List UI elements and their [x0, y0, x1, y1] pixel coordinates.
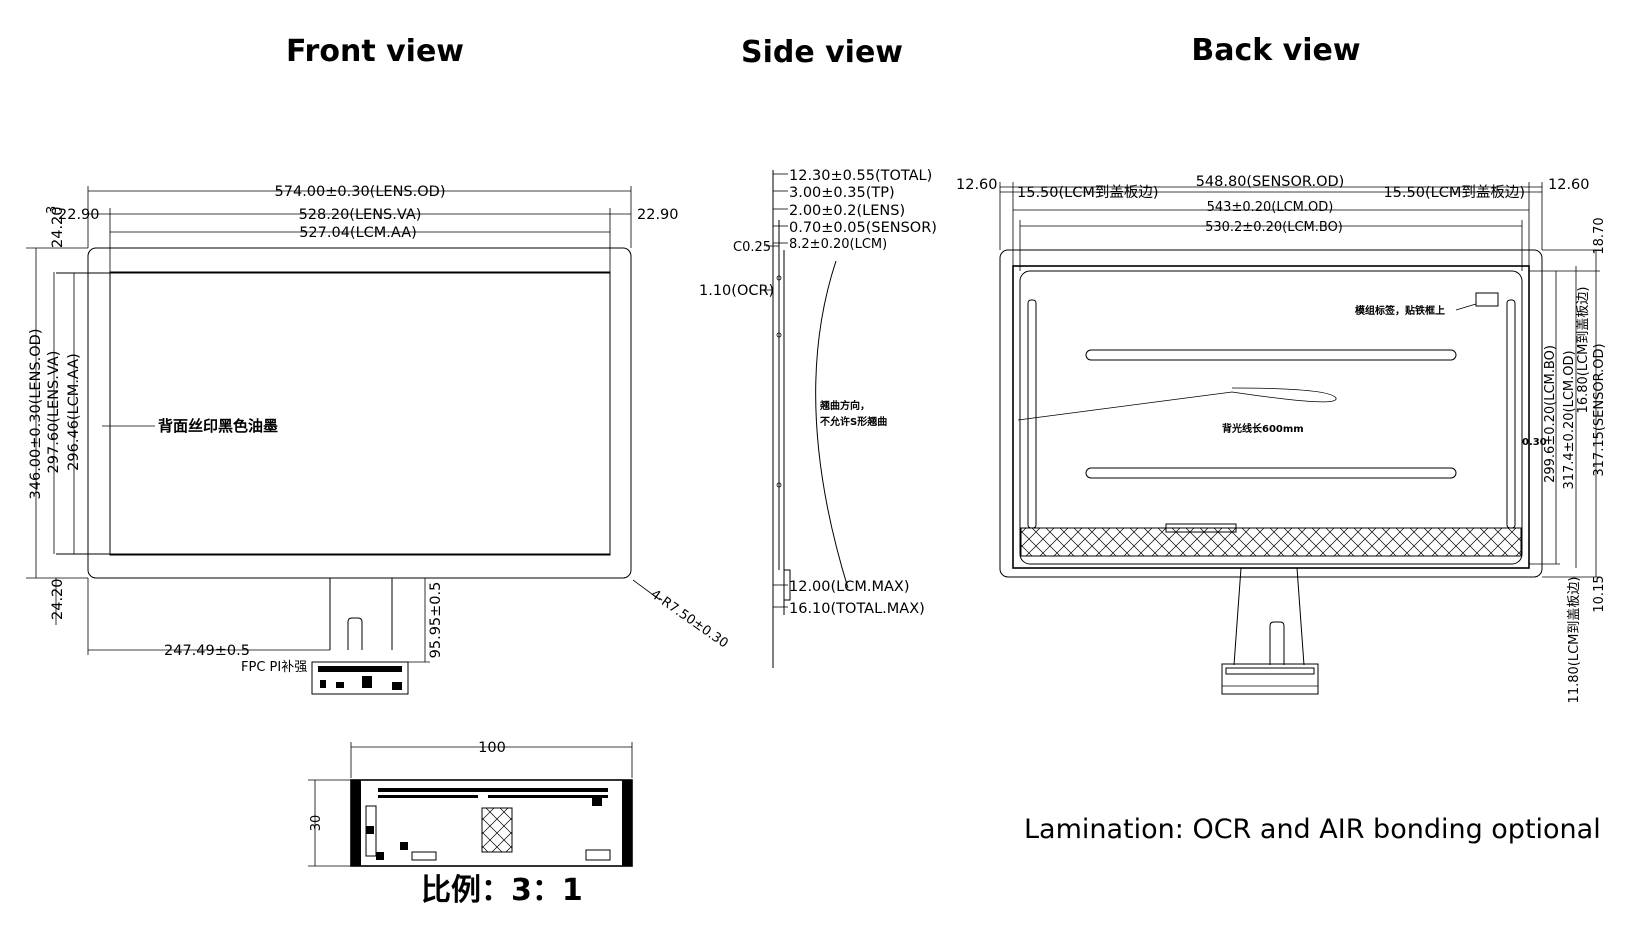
side-lens: 2.00±0.2(LENS): [789, 203, 905, 219]
back-right-edge: 15.50(LCM到盖板边): [1383, 183, 1525, 201]
side-lcm: 8.2±0.20(LCM): [789, 237, 887, 252]
back-height-sensor-od: 317.15(SENSOR.OD): [1592, 343, 1607, 476]
side-tp: 3.00±0.35(TP): [789, 185, 895, 201]
back-lcm-od: 543±0.20(LCM.OD): [1207, 200, 1334, 215]
front-lens-outline: [87, 247, 632, 579]
detail-width: 100: [478, 740, 506, 756]
front-view: 574.00±0.30(LENS.OD) 528.20(LENS.VA) 22.…: [26, 184, 731, 695]
back-label-box: [1475, 292, 1499, 307]
front-active-area: [109, 271, 611, 556]
front-corner-radius: 4-R7.50±0.30: [648, 587, 731, 651]
side-lcm-max: 12.00(LCM.MAX): [789, 579, 910, 595]
side-curve-note-1: 翘曲方向，: [819, 399, 870, 412]
back-sensor-od: 548.80(SENSOR.OD): [1196, 174, 1345, 190]
side-curve-note-2: 不允许S形翘曲: [820, 415, 887, 428]
back-slot-upper: [1085, 349, 1457, 361]
back-slot-lower: [1085, 467, 1457, 479]
back-backlight-note: 背光线长600mm: [1222, 422, 1304, 435]
front-height-lens-od: 346.00±0.30(LENS.OD): [28, 329, 44, 500]
detail-scale: 比例：3：1: [421, 873, 583, 908]
back-label-note: 模组标签，贴铁框上: [1355, 304, 1445, 317]
back-fpc-connector: [1221, 663, 1319, 695]
back-view: 模组标签，贴铁框上 背光线长600mm 0.30 12.60 12.60 548…: [956, 174, 1607, 703]
back-backlight-wire: [1017, 387, 1337, 421]
back-bottom-right: 10.15: [1592, 575, 1607, 612]
back-left-margin: 12.60: [956, 177, 998, 193]
front-right-margin: 22.90: [637, 207, 679, 223]
front-ink-note: 背面丝印黑色油墨: [158, 417, 278, 435]
back-height-top-edge: 16.80(LCM到盖板边): [1576, 287, 1591, 414]
back-lcm-frame: [1012, 265, 1530, 569]
front-lens-od-dim: 574.00±0.30(LENS.OD): [275, 184, 446, 200]
back-cover-outline: [999, 249, 1543, 578]
front-view-title: Front view: [286, 34, 464, 69]
back-small-dim: 0.30: [1522, 437, 1547, 448]
back-bottom-edge: 11.80(LCM到盖板边): [1567, 577, 1582, 704]
detail-view: 100 30 比例：3：1: [308, 740, 633, 908]
lamination-note: Lamination: OCR and AIR bonding optional: [1024, 814, 1601, 845]
back-height-lcm-bo: 299.6±0.20(LCM.BO): [1543, 345, 1558, 483]
warp-curve: [815, 260, 849, 589]
side-view-title: Side view: [741, 35, 903, 70]
front-fpc-length: 95.95±0.5: [428, 582, 444, 659]
front-top-small: 3: [45, 206, 60, 214]
front-lens-va-dim: 528.20(LENS.VA): [299, 207, 422, 223]
front-left-margin: 22.90: [58, 207, 100, 223]
front-top-margin: 24.20: [50, 206, 66, 248]
back-height-lcm-od: 317.4±0.20(LCM.OD): [1562, 350, 1577, 489]
side-chamfer: C0.25: [733, 240, 771, 255]
front-height-lcm-aa: 296.46(LCM.AA): [66, 353, 82, 471]
side-sensor: 0.70±0.05(SENSOR): [789, 220, 937, 236]
back-lcm-bo: 530.2±0.20(LCM.BO): [1205, 220, 1343, 235]
front-fpc-label: FPC PI补强: [241, 660, 307, 675]
back-pcb-hatch: [1020, 527, 1522, 557]
side-total: 12.30±0.55(TOTAL): [789, 168, 932, 184]
back-top-right: 18.70: [1592, 217, 1607, 254]
back-view-title: Back view: [1191, 33, 1360, 68]
side-ocr: 1.10(OCR): [699, 283, 774, 299]
fpc-connector-board: [311, 661, 409, 695]
detail-height: 30: [309, 815, 324, 832]
side-total-max: 16.10(TOTAL.MAX): [789, 601, 925, 617]
back-right-margin: 12.60: [1548, 177, 1590, 193]
side-view: 12.30±0.55(TOTAL) 3.00±0.35(TP) 2.00±0.2…: [699, 168, 937, 668]
front-fpc-offset: 247.49±0.5: [164, 643, 250, 659]
front-height-lens-va: 297.60(LENS.VA): [46, 351, 62, 474]
front-lcm-aa-dim: 527.04(LCM.AA): [299, 225, 417, 241]
back-left-edge: 15.50(LCM到盖板边): [1017, 183, 1159, 201]
front-bottom-margin: 24.20: [50, 578, 66, 620]
